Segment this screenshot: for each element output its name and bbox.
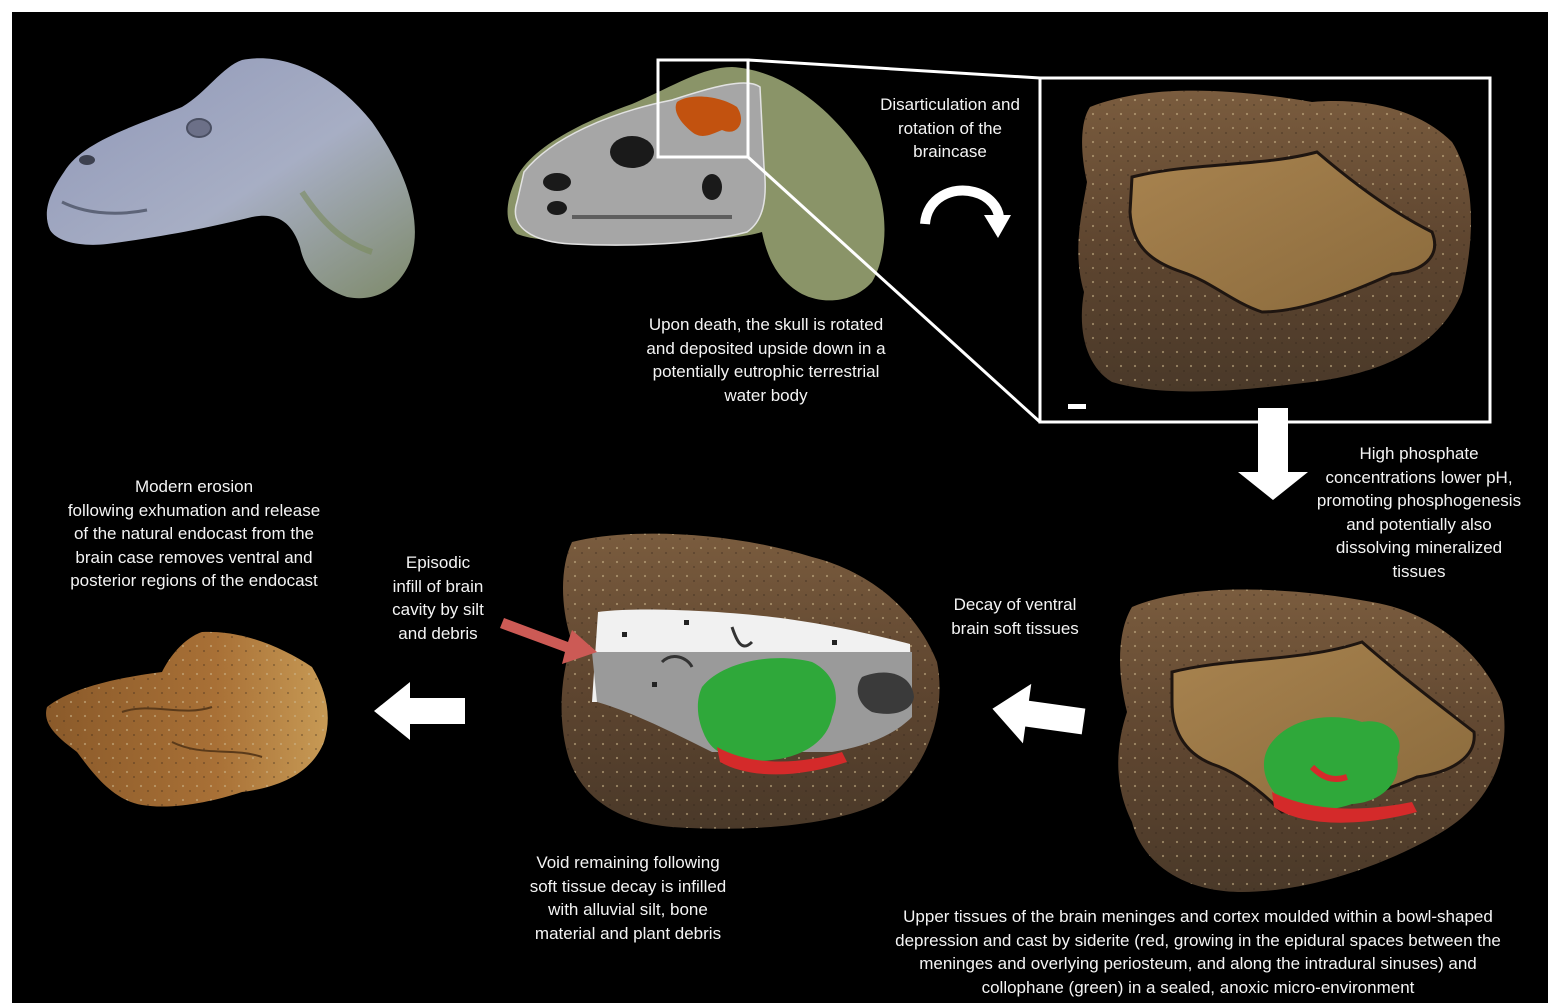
caption-phosphate: High phosphate concentrations lower pH, …	[1294, 442, 1544, 583]
caption-upper-tissues: Upper tissues of the brain meninges and …	[858, 905, 1538, 999]
specimen-siderite-collophane	[1118, 590, 1504, 893]
rotate-clockwise-icon	[925, 190, 1011, 238]
hadrosaur-head-illustration	[47, 58, 415, 298]
braincase-photo	[1040, 78, 1490, 422]
caption-disarticulation: Disarticulation and rotation of the brai…	[850, 93, 1050, 164]
natural-endocast-photo	[46, 632, 328, 807]
caption-upon-death: Upon death, the skull is rotated and dep…	[616, 313, 916, 407]
caption-modern-erosion: Modern erosion following exhumation and …	[34, 475, 354, 593]
specimen-infilled	[562, 534, 940, 829]
left-arrow-icon	[988, 679, 1087, 751]
caption-decay: Decay of ventral brain soft tissues	[930, 593, 1100, 640]
figure-panel: Disarticulation and rotation of the brai…	[12, 12, 1548, 1003]
caption-episodic: Episodic infill of brain cavity by silt …	[368, 551, 508, 645]
caption-void: Void remaining following soft tissue dec…	[498, 851, 758, 945]
left-arrow-icon	[374, 682, 465, 740]
